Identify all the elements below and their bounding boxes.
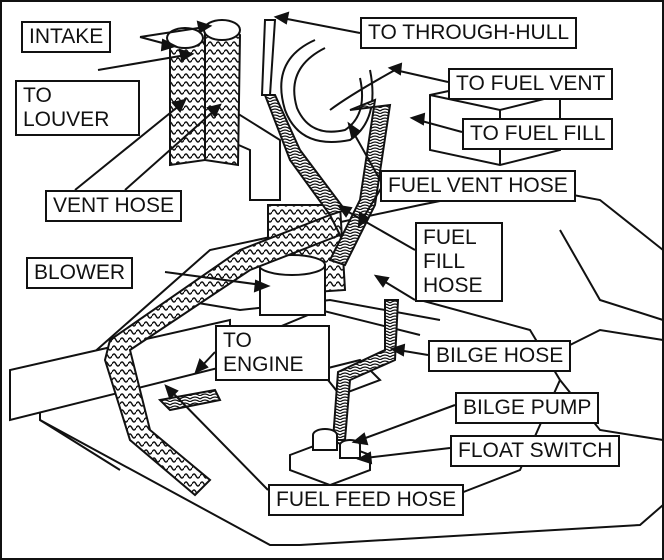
label-to-engine-line-2: ENGINE	[223, 353, 304, 376]
label-bilge-hose: BILGE HOSE	[428, 340, 572, 372]
label-to-through-hull: TO THROUGH-HULL	[360, 17, 578, 49]
label-intake: INTAKE	[21, 21, 112, 53]
label-to-louver-line-1: TO	[23, 84, 52, 107]
label-fuel-feed-hose: FUEL FEED HOSE	[268, 484, 465, 516]
bilge-pump-drawing	[289, 428, 371, 487]
leader-lines	[74, 11, 463, 491]
label-vent-hose: VENT HOSE	[45, 190, 182, 222]
label-fuel-fill-hose-line-2: FILL	[423, 250, 466, 273]
label-fuel-fill-hose-line-1: FUEL	[423, 226, 477, 249]
fuel-feed-hose-drawing	[103, 213, 342, 497]
label-to-engine: TO ENGINE	[215, 325, 330, 381]
label-to-louver-line-2: LOUVER	[23, 108, 110, 131]
fuel-vent-hose-drawing	[280, 39, 396, 143]
label-blower: BLOWER	[26, 257, 134, 289]
fuel-fill-hose-drawing	[260, 19, 392, 267]
vent-hose-drawing	[166, 19, 242, 167]
label-fuel-fill-hose: FUEL FILL HOSE	[415, 222, 503, 302]
label-to-fuel-fill: TO FUEL FILL	[462, 118, 614, 150]
label-fuel-vent-hose: FUEL VENT HOSE	[380, 170, 576, 202]
label-float-switch: FLOAT SWITCH	[450, 435, 621, 467]
label-fuel-fill-hose-line-3: HOSE	[423, 274, 483, 297]
label-bilge-pump: BILGE PUMP	[455, 392, 600, 424]
label-to-louver: TO LOUVER	[15, 80, 140, 136]
label-to-engine-line-1: TO	[223, 329, 252, 352]
label-to-fuel-vent: TO FUEL VENT	[448, 68, 614, 100]
